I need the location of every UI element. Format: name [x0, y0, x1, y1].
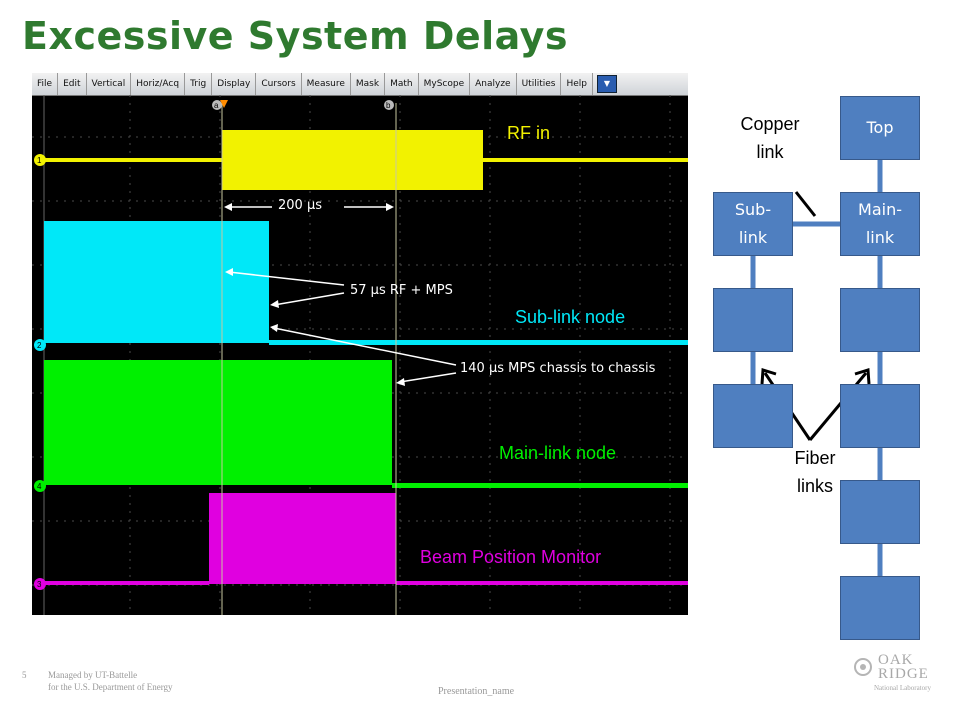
triangle-down-icon[interactable]: ▼ — [597, 75, 617, 93]
menu-edit[interactable]: Edit — [58, 73, 87, 95]
leaf-logo-icon — [854, 658, 872, 676]
page-number: 5 — [22, 670, 27, 680]
slide-title: Excessive System Delays — [22, 14, 569, 58]
main-chain-node-box[interactable] — [840, 288, 920, 352]
channel-1-marker[interactable]: 1 — [34, 154, 46, 166]
svg-text:3: 3 — [37, 580, 42, 589]
delay-200us-arrow — [224, 203, 394, 211]
menu-myscope[interactable]: MyScope — [419, 73, 471, 95]
delay-57us-arrows — [225, 268, 345, 308]
svg-text:4: 4 — [37, 482, 42, 491]
menu-cursors[interactable]: Cursors — [256, 73, 302, 95]
menu-help[interactable]: Help — [561, 73, 593, 95]
top-node-box[interactable]: Top — [840, 96, 920, 160]
oscilloscope-screenshot: File Edit Vertical Horiz/Acq Trig Displa… — [32, 73, 688, 615]
cursor-a-letter: a — [214, 101, 219, 110]
logo-line-ridge: RIDGE — [878, 666, 929, 682]
scope-waveform-display: a b 1 2 4 3 — [32, 95, 688, 615]
scope-menu-bar: File Edit Vertical Horiz/Acq Trig Displa… — [32, 73, 688, 96]
logo-line-oak: OAK — [878, 652, 914, 668]
menu-vertical[interactable]: Vertical — [87, 73, 132, 95]
rf-in-label: RF in — [507, 123, 551, 143]
channel-2-marker[interactable]: 2 — [34, 339, 46, 351]
footer-org-line1: Managed by UT-Battelle — [48, 670, 138, 680]
menu-measure[interactable]: Measure — [302, 73, 351, 95]
menu-horiz-acq[interactable]: Horiz/Acq — [131, 73, 186, 95]
channel-4-marker[interactable]: 4 — [34, 480, 46, 492]
oak-ridge-logo: OAK RIDGE National Laboratory — [852, 652, 938, 698]
trace-ch3-bpm — [44, 493, 688, 585]
bpm-label: Beam Position Monitor — [420, 547, 602, 567]
cursor-a-handle-icon[interactable] — [212, 100, 222, 110]
menu-display[interactable]: Display — [212, 73, 257, 95]
delay-57us-label: 57 µs RF + MPS — [350, 283, 453, 298]
main-chain-node-box[interactable] — [840, 480, 920, 544]
delay-140us-label: 140 µs MPS chassis to chassis — [460, 361, 656, 376]
fiber-links-label: Fiber links — [794, 448, 836, 496]
trace-ch1-rf-in — [44, 130, 688, 190]
menu-analyze[interactable]: Analyze — [470, 73, 517, 95]
menu-file[interactable]: File — [32, 73, 59, 95]
sub-chain-node-box[interactable] — [713, 288, 793, 352]
footer-presentation-name: Presentation_name — [438, 686, 515, 697]
menu-math[interactable]: Math — [385, 73, 419, 95]
copper-link-label: Copper link — [740, 114, 800, 162]
main-link-node-label: Main-link node — [499, 443, 617, 463]
main-chain-node-box[interactable] — [840, 384, 920, 448]
menu-mask[interactable]: Mask — [351, 73, 386, 95]
main-chain-node-box[interactable] — [840, 576, 920, 640]
svg-text:2: 2 — [37, 341, 42, 350]
logo-line-national-lab: National Laboratory — [874, 684, 931, 692]
trace-ch2-sub-link — [44, 221, 688, 345]
trace-ch4-main-link — [44, 360, 688, 488]
trigger-marker-icon — [220, 100, 228, 108]
sub-link-node-label: Sub-link node — [515, 307, 626, 327]
main-link-box[interactable]: Main- link — [840, 192, 920, 256]
delay-140us-arrows — [270, 324, 457, 386]
delay-200us-label: 200 µs — [278, 198, 322, 213]
footer-org-line2: for the U.S. Department of Energy — [48, 682, 173, 692]
copper-link-pointer-arrow — [794, 191, 817, 217]
svg-text:1: 1 — [37, 156, 42, 165]
menu-trig[interactable]: Trig — [185, 73, 213, 95]
sub-chain-node-box[interactable] — [713, 384, 793, 448]
cursor-b-letter: b — [386, 101, 391, 110]
menu-utilities[interactable]: Utilities — [517, 73, 562, 95]
channel-3-marker[interactable]: 3 — [34, 578, 46, 590]
sub-link-box[interactable]: Sub- link — [713, 192, 793, 256]
cursor-b-handle-icon[interactable] — [384, 100, 394, 110]
